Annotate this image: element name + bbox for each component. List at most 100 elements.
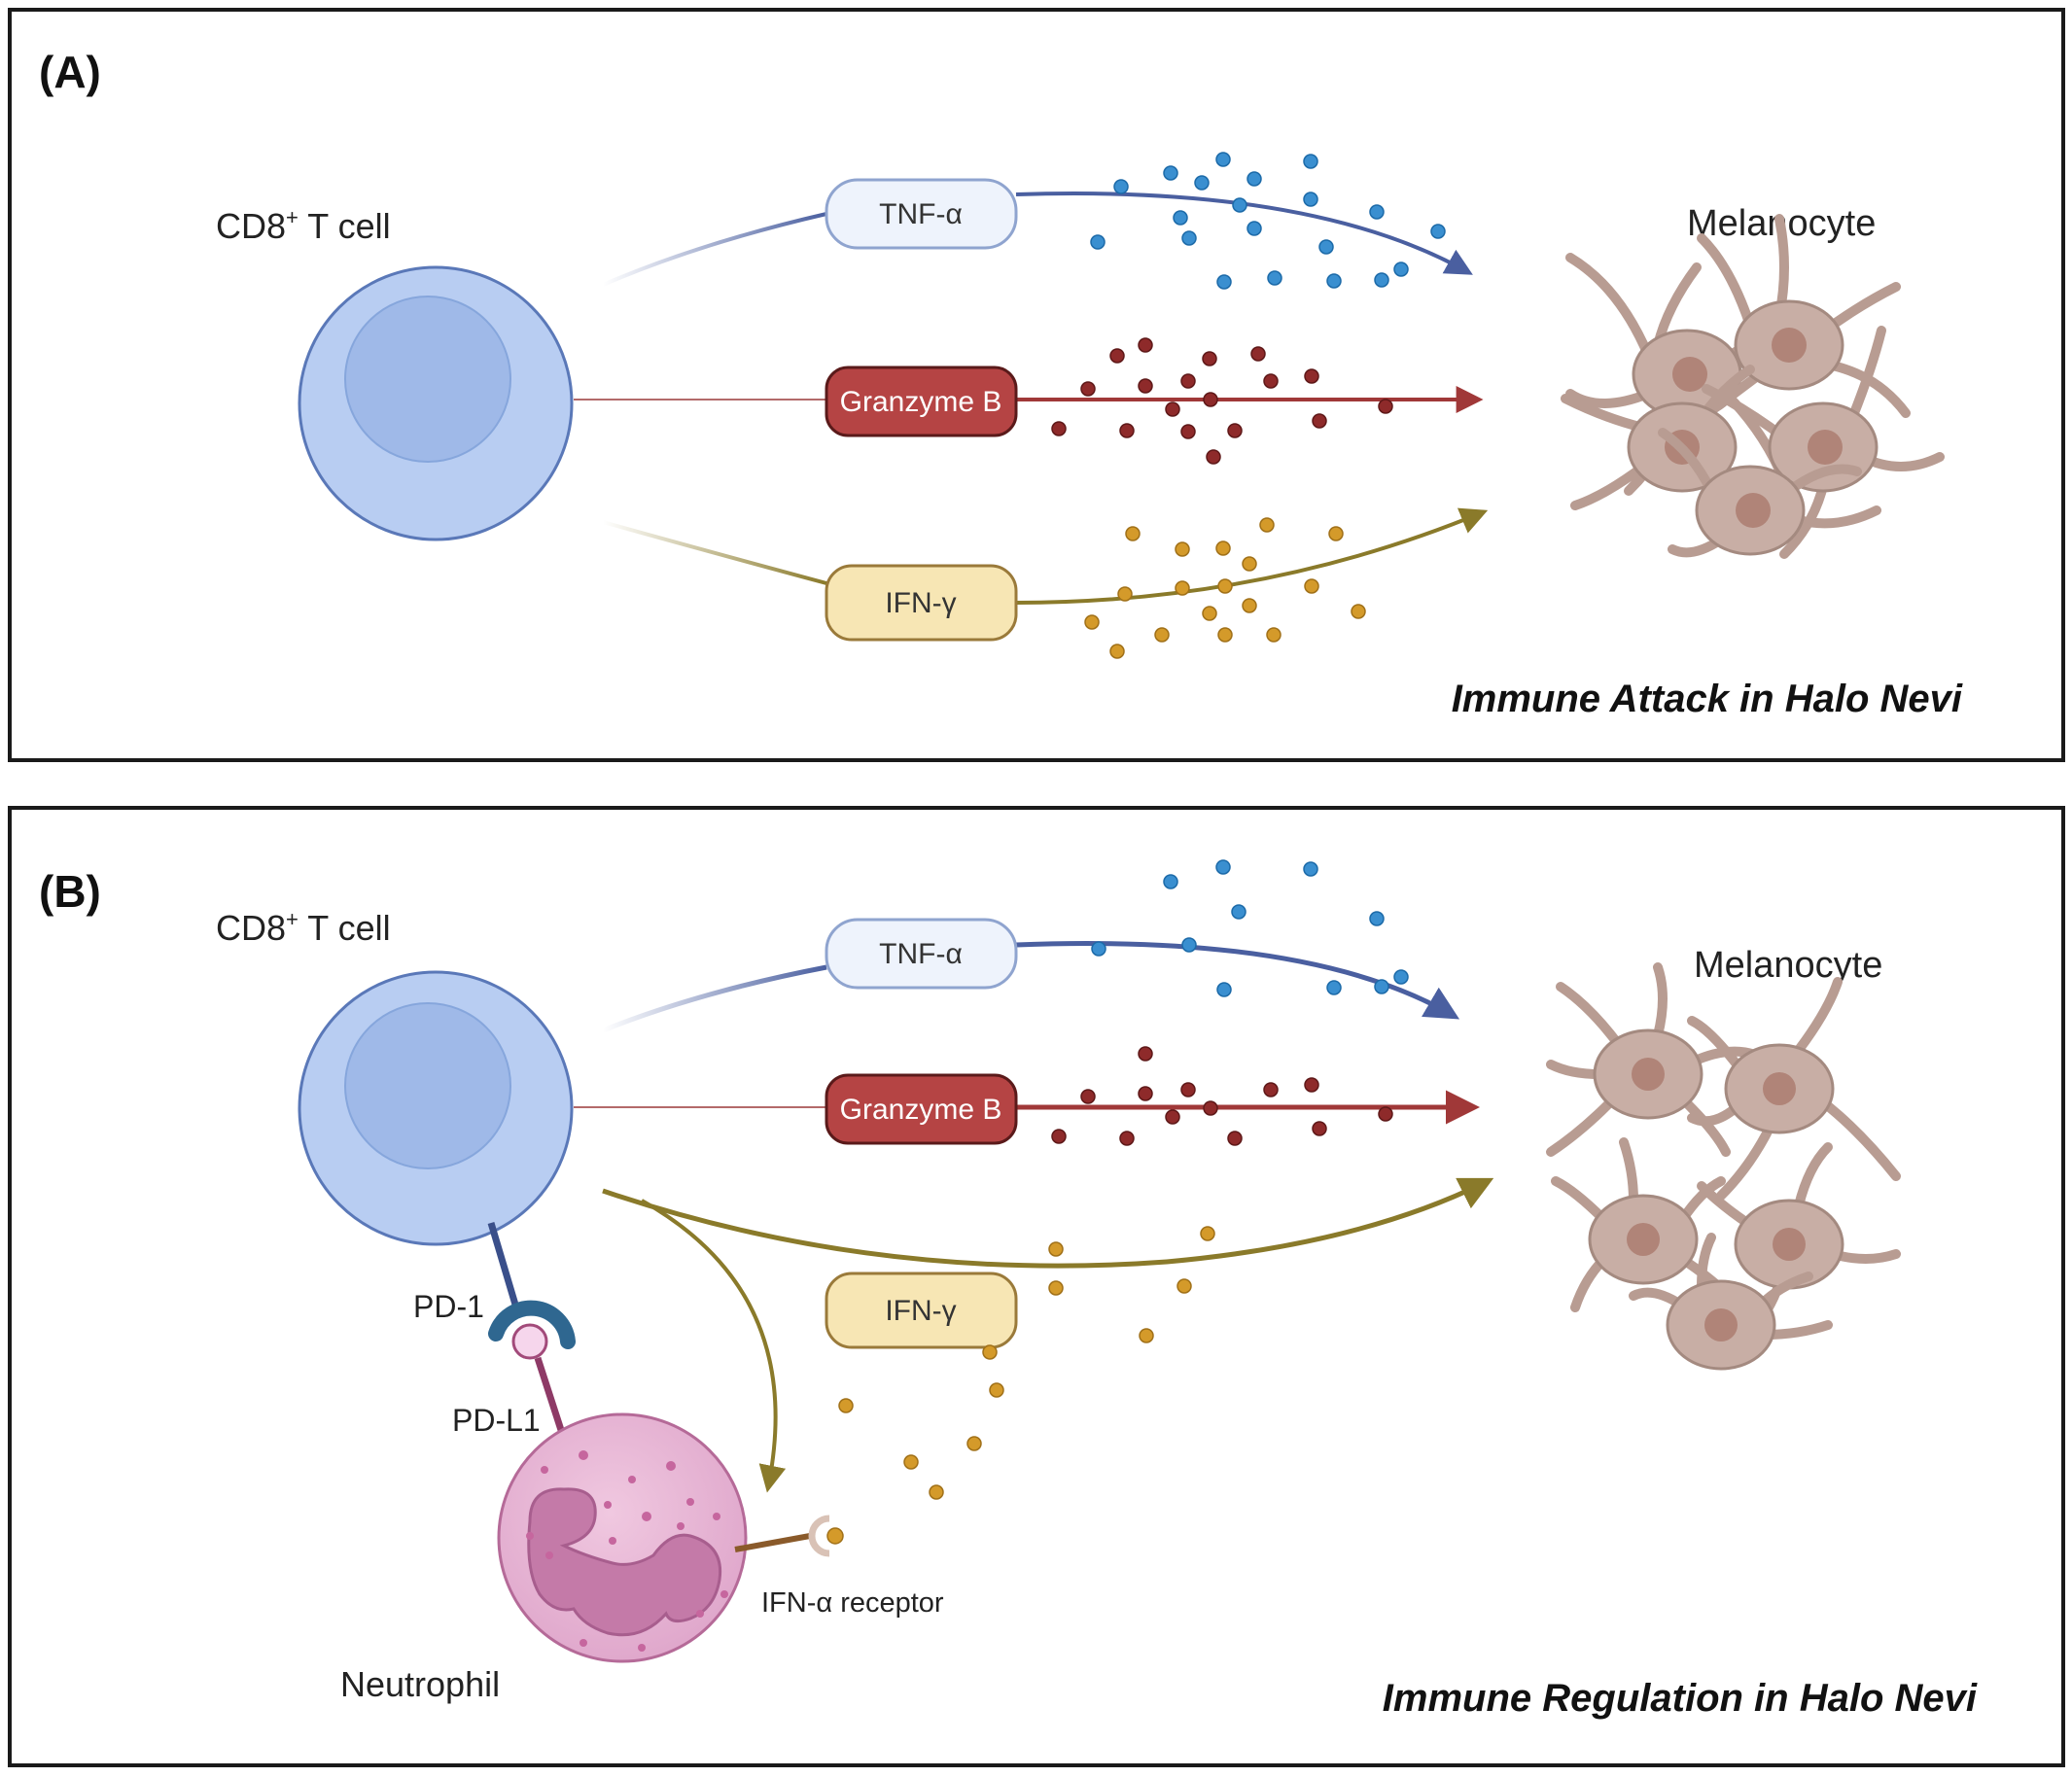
panel-b-label: (B) — [39, 866, 101, 917]
tnf-particle — [1181, 230, 1197, 246]
panel-a-frame — [8, 8, 2065, 762]
neutrophil-granules — [526, 1450, 728, 1652]
granzyme-particle — [1202, 351, 1217, 366]
granzyme-particle — [1312, 413, 1327, 429]
ifn-arrow-to-neutrophil — [641, 1199, 787, 1493]
tnf-particle — [1163, 874, 1178, 889]
ifn-particle — [1304, 578, 1319, 594]
ifn-particles — [1084, 517, 1366, 659]
tnf-particle — [1113, 179, 1129, 194]
granzyme-pill-label: Granzyme B — [840, 386, 1002, 418]
ifn-pill — [825, 564, 1018, 642]
granzyme-particle — [1206, 449, 1221, 465]
granzyme-particle — [1263, 1082, 1279, 1098]
ifn-receptor-icon — [808, 1515, 830, 1557]
granzyme-particle — [1180, 373, 1196, 389]
pd1-stalk — [487, 1222, 519, 1306]
tnf-arrow-in — [602, 964, 827, 1033]
pd1-label: PD-1 — [413, 1289, 484, 1324]
granzyme-particle — [1138, 1046, 1153, 1062]
tnf-particle — [1181, 937, 1197, 953]
tnf-arrow-in — [602, 212, 827, 287]
tnf-particle — [1215, 859, 1231, 875]
tnf-particle — [1091, 941, 1106, 957]
tnf-particle — [1163, 165, 1178, 181]
ifn-particle — [1154, 627, 1170, 643]
ifn-receptor-stalk — [734, 1533, 811, 1552]
granzyme-pill — [825, 1073, 1018, 1145]
ifn-particle — [1175, 580, 1190, 596]
tnf-particle — [1247, 171, 1262, 187]
granzyme-particle — [1227, 423, 1243, 438]
tcell — [298, 265, 574, 541]
neutrophil-label: Neutrophil — [340, 1664, 500, 1704]
panel-b-caption: Immune Regulation in Halo Nevi — [1383, 1677, 1978, 1720]
tnf-particle — [1374, 272, 1389, 288]
tnf-arrow-out — [1015, 192, 1473, 275]
granzyme-particle — [1304, 368, 1319, 384]
ifn-particle — [1139, 1328, 1154, 1343]
granzyme-particle — [1119, 423, 1135, 438]
tnf-particle — [1393, 969, 1409, 985]
ifn-arrow-in — [602, 520, 827, 585]
granzyme-particle — [1051, 421, 1067, 436]
ifn-particle — [1215, 540, 1231, 556]
tnf-particle — [1173, 210, 1188, 226]
granzyme-particle — [1180, 424, 1196, 439]
ifn-particle — [1328, 526, 1344, 541]
tnf-pill-label: TNF-α — [879, 938, 963, 970]
granzyme-particle — [1203, 392, 1218, 407]
tnf-particle — [1303, 192, 1318, 207]
granzyme-particle — [1165, 401, 1180, 417]
tnf-particle — [1369, 911, 1385, 926]
melanocyte — [1697, 1142, 1901, 1337]
ifn-particle — [1175, 541, 1190, 557]
ifn-particle — [1242, 556, 1257, 572]
melanocyte — [1629, 1233, 1833, 1371]
melanocyte-cluster — [1561, 214, 1945, 559]
granzyme-particle — [1263, 373, 1279, 389]
granzyme-particle — [1378, 1106, 1393, 1122]
melanocyte — [1551, 1137, 1736, 1312]
tnf-particle — [1247, 221, 1262, 236]
ifn-pill-label: IFN-γ — [885, 587, 956, 619]
granzyme-particle — [1119, 1131, 1135, 1146]
granzyme-particle — [1138, 378, 1153, 394]
ifn-particle — [1200, 1226, 1215, 1241]
tnf-particle — [1231, 904, 1247, 920]
granzyme-particle — [1080, 1089, 1096, 1104]
tnf-particle — [1393, 261, 1409, 277]
ifn-particle — [982, 1344, 998, 1360]
ifn-particle — [966, 1436, 982, 1451]
tcell-label: CD8+ T cell — [216, 205, 391, 246]
panel-a-label: (A) — [39, 47, 101, 97]
ifn-particle — [903, 1454, 919, 1470]
ifn-particle — [1266, 627, 1282, 643]
granzyme-particle — [1227, 1131, 1243, 1146]
tnf-particle — [1216, 274, 1232, 290]
tnf-particles — [1091, 859, 1409, 997]
tnf-particle — [1232, 197, 1247, 213]
pdl1-ligand — [511, 1323, 548, 1360]
tnf-particle — [1430, 224, 1446, 239]
panel-a: (A) CD8+ T cell TNF-α — [8, 8, 2065, 762]
ifn-particle — [989, 1382, 1004, 1398]
neutrophil-nucleus — [527, 1487, 722, 1637]
melanocyte — [1687, 977, 1901, 1201]
granzyme-particle — [1378, 399, 1393, 414]
melanocyte-label: Melanocyte — [1694, 945, 1882, 986]
tnf-particles — [1090, 152, 1446, 290]
tcell — [298, 970, 574, 1246]
ifn-particle — [1109, 644, 1125, 659]
tnf-particle — [1326, 980, 1342, 995]
ifn-particle — [1217, 578, 1233, 594]
tnf-pill — [825, 918, 1018, 990]
tnf-particle — [1090, 234, 1106, 250]
tnf-particle — [1369, 204, 1385, 220]
tcell-label: CD8+ T cell — [216, 907, 391, 948]
granzyme-particle — [1138, 337, 1153, 353]
granzyme-particle — [1051, 1129, 1067, 1144]
melanocyte-cluster — [1546, 962, 1901, 1371]
tnf-particle — [1194, 175, 1210, 191]
